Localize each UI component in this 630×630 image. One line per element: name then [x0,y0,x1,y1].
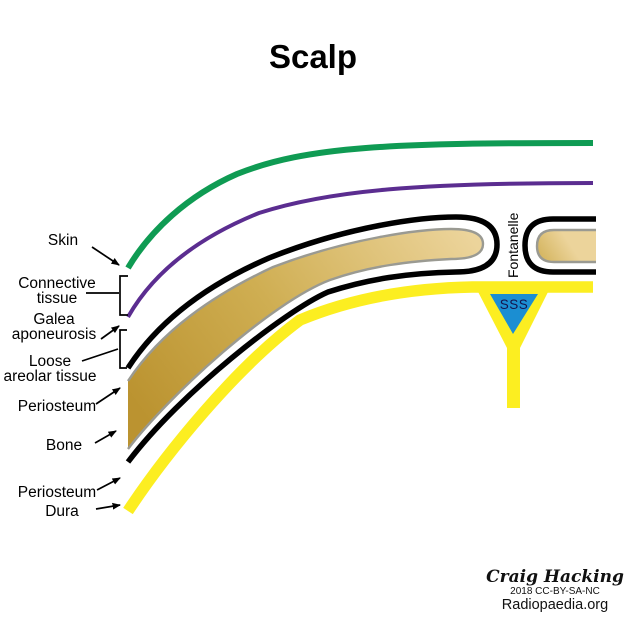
dura-layer-line [123,281,593,515]
bone-right [537,230,596,262]
connective-tissue-bracket [119,275,128,316]
dura-arrow [95,502,121,510]
connective-tissue-label-line2: tissue [37,290,78,307]
bone-arrow [94,430,117,444]
sss-label: SSS [500,297,529,312]
loose-areolar-bracket [119,329,127,369]
fontanelle-label: Fontanelle [505,212,521,278]
skin-layer-line [125,140,594,270]
credit-author: Craig Hacking [486,567,624,587]
credit-license: 2018 CC-BY-SA-NC [510,586,600,597]
periosteum-upper-arrow [95,387,121,405]
skin-label: Skin [48,232,78,249]
galea-label-line2: aponeurosis [12,326,97,343]
periosteum-lower-arrow [96,477,121,491]
galea-arrow [100,325,120,340]
credit-source: Radiopaedia.org [502,597,608,613]
skin-arrow [91,246,120,266]
galea-label-line1: Galea [33,311,75,328]
periosteum-capsule-right [522,216,596,275]
bone-left [128,229,483,449]
loose-areolar-label-line1: Loose [29,353,71,370]
falx-v-shape [474,284,552,408]
galea-aponeurosis-line [126,181,594,318]
periosteum-upper-label: Periosteum [18,398,96,415]
bone-label: Bone [46,437,82,454]
sss-triangle [490,294,538,334]
dura-label: Dura [45,503,79,520]
loose-areolar-label-line2: areolar tissue [3,368,96,385]
periosteum-capsule-left [125,214,500,464]
periosteum-lower-label: Periosteum [18,484,96,501]
bone-left-outline [126,227,485,450]
bone-right-outline [535,228,596,264]
loose-areolar-connector [81,348,119,362]
connective-tissue-label-line1: Connective [18,275,96,292]
page-title: Scalp [269,38,357,75]
